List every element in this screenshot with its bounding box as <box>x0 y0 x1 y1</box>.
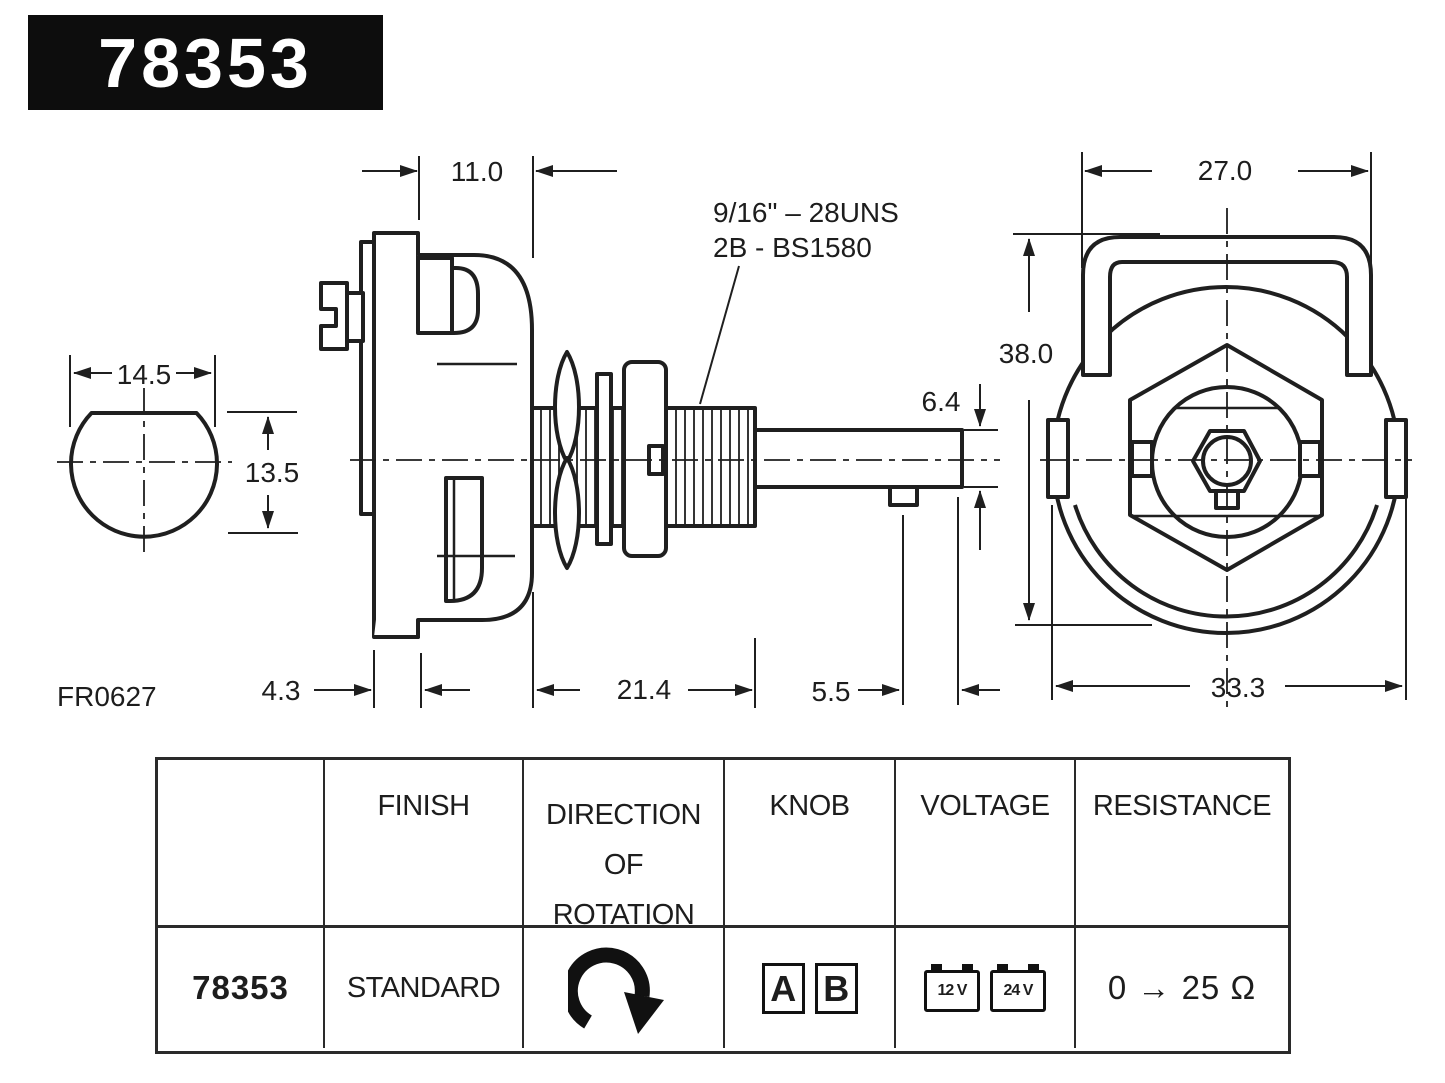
dim-body-height: 38.0 <box>999 338 1054 369</box>
header-knob: KNOB <box>725 760 896 928</box>
spindle-tab <box>888 485 919 507</box>
spring-washer <box>553 350 581 464</box>
part-number-badge: 78353 <box>28 15 383 110</box>
knob-option-a: A <box>761 962 805 1014</box>
knob-option-b: B <box>814 962 858 1014</box>
thread-note-line2: 2B - BS1580 <box>713 232 872 263</box>
technical-drawing: 11.0 27.0 14.5 13.5 38.0 6.4 4.3 21.4 5.… <box>57 152 1412 712</box>
adjusting-screw <box>319 281 349 351</box>
body <box>374 253 534 639</box>
header-voltage: VOLTAGE <box>896 760 1076 928</box>
part-number: 78353 <box>98 23 313 102</box>
mounting-bracket <box>1081 235 1373 377</box>
battery-12v-icon: 12 V <box>924 964 980 1012</box>
thread-note-line1: 9/16" – 28UNS <box>713 197 899 228</box>
upper-terminal <box>416 256 454 335</box>
side-view <box>319 231 964 639</box>
centerlines <box>57 208 1412 712</box>
dim-bush-length: 21.4 <box>617 674 672 705</box>
cell-knob: A B <box>725 928 896 1048</box>
battery-24v-icon: 24 V <box>990 964 1046 1012</box>
cell-resistance: 0 → 25 Ω <box>1107 969 1257 1006</box>
flat-washer <box>595 372 613 546</box>
knob-section-view <box>69 411 219 539</box>
end-view <box>1046 235 1408 635</box>
dim-bracket-width: 27.0 <box>1198 155 1253 186</box>
cell-voltage: 12 V 24 V <box>896 928 1076 1048</box>
clockwise-rotation-arrow-icon <box>567 947 664 1034</box>
dimension-lines <box>69 152 1407 708</box>
dim-spindle-flat-length: 5.5 <box>812 676 851 707</box>
cell-part-number: 78353 <box>158 928 325 1048</box>
header-resistance: RESISTANCE <box>1076 760 1288 928</box>
header-part <box>158 760 325 928</box>
dim-front-depth: 11.0 <box>451 156 503 187</box>
dim-knob-height: 13.5 <box>245 457 300 488</box>
dimension-labels: 11.0 27.0 14.5 13.5 38.0 6.4 4.3 21.4 5.… <box>57 155 1265 712</box>
hex-nut-side <box>622 360 668 558</box>
spindle <box>753 428 964 489</box>
spec-table: FINISH DIRECTION OF ROTATION KNOB VOLTAG… <box>155 757 1291 1054</box>
header-direction-of-rotation: DIRECTION OF ROTATION <box>524 760 725 931</box>
cell-direction-of-rotation <box>524 928 725 1048</box>
drawing-ref-code: FR0627 <box>57 681 157 712</box>
dim-plate-thickness: 4.3 <box>262 675 301 706</box>
header-finish: FINISH <box>325 760 524 928</box>
dim-body-width: 33.3 <box>1211 672 1266 703</box>
cell-finish: STANDARD <box>325 928 524 1048</box>
dim-shaft-diameter: 6.4 <box>922 386 961 417</box>
element-stack <box>444 476 484 603</box>
dim-knob-width: 14.5 <box>117 359 172 390</box>
